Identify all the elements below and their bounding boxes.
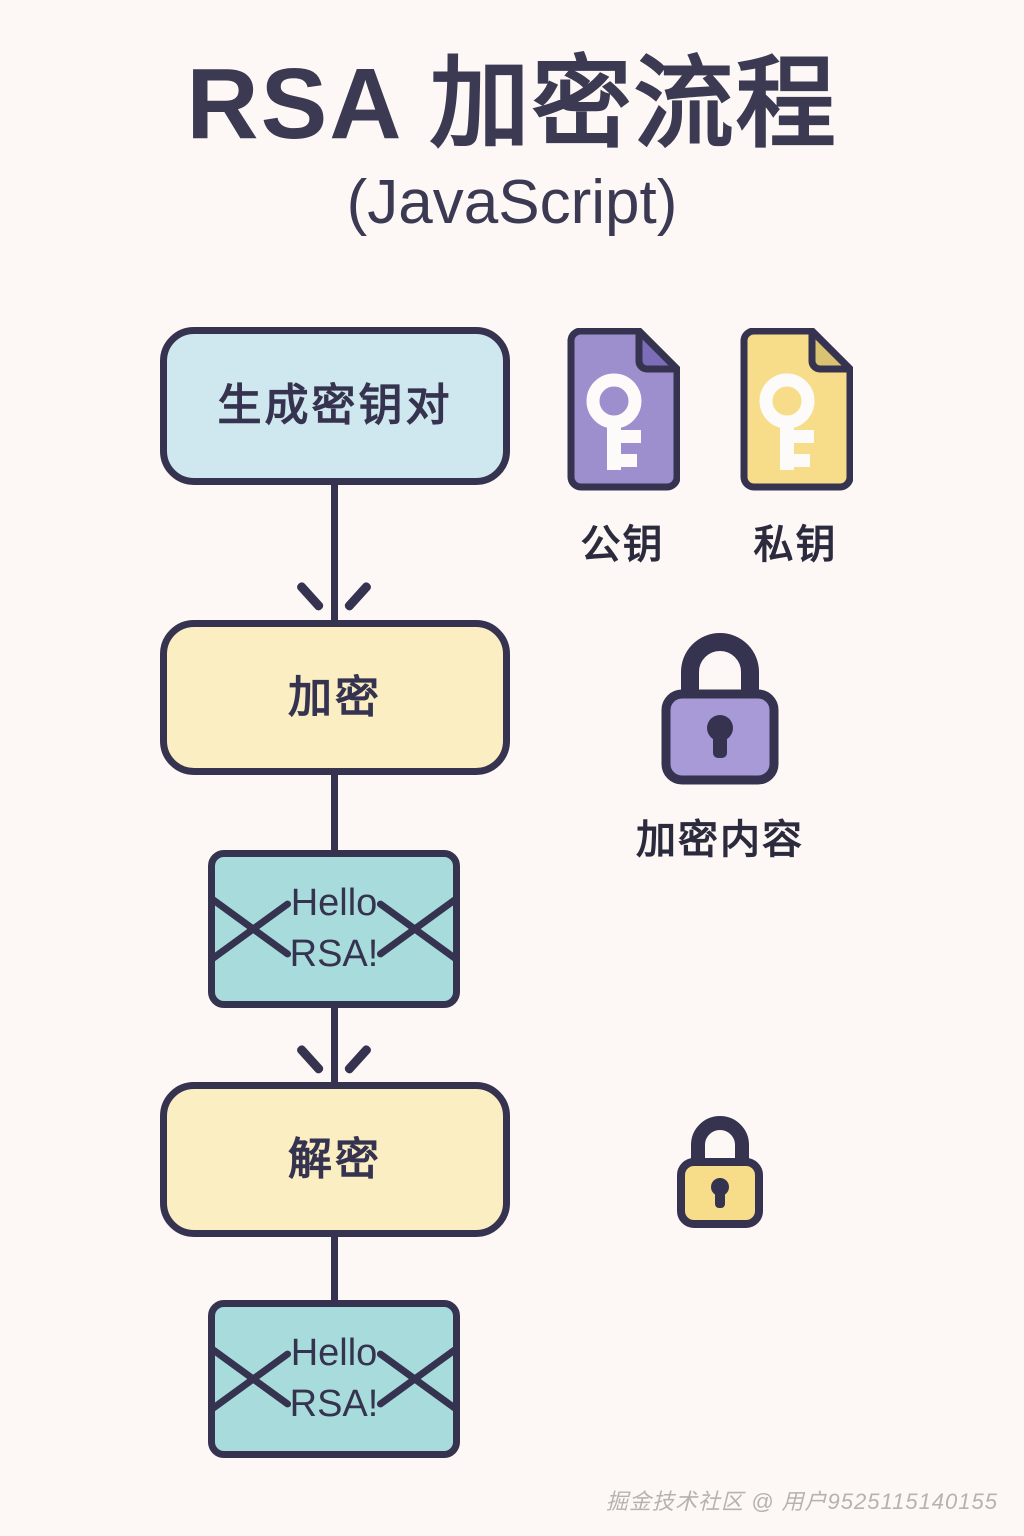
key-document-icon [565,327,681,498]
private-key-item: 私钥 [738,327,854,570]
padlock-closed-icon [650,620,790,795]
page-subtitle: (JavaScript) [346,168,678,237]
connector-decrypt-to-envelope [331,1237,338,1305]
encrypted-content-label: 加密内容 [636,818,804,862]
title-block: RSA 加密流程 (JavaScript) [0,52,1024,237]
key-pair-group: 公钥 私钥 [565,327,854,570]
envelope-ciphertext-text: Hello RSA! [215,857,453,1001]
flow-step-encrypt-label: 加密 [288,672,382,722]
flow-step-keygen-label: 生成密钥对 [217,381,453,430]
envelope-text-line1: Hello [290,1331,378,1374]
encrypted-content-group: 加密内容 [600,620,840,865]
connector-envelope-to-decrypt [331,1000,338,1082]
flow-step-decrypt-label: 解密 [288,1134,382,1184]
arrow-down-icon [311,1038,357,1084]
public-key-label: 公钥 [580,523,665,567]
flow-step-decrypt[interactable]: 解密 [160,1082,510,1237]
padlock-closed-icon [668,1105,772,1238]
envelope-ciphertext: Hello RSA! [208,850,460,1008]
page-title: RSA 加密流程 [186,48,838,160]
envelope-plaintext-text: Hello RSA! [215,1307,453,1451]
connector-line [331,1237,338,1305]
flow-step-encrypt[interactable]: 加密 [160,620,510,775]
public-key-item: 公钥 [565,327,681,570]
envelope-text-line2: RSA! [289,933,379,975]
connector-line [331,775,338,855]
watermark: 掘金技术社区 @ 用户9525115140155 [606,1489,998,1514]
envelope-text-line1: Hello [290,881,378,924]
decrypt-lock-group [655,1105,785,1250]
envelope-plaintext: Hello RSA! [208,1300,460,1458]
connector-keygen-to-encrypt [331,485,338,620]
key-document-icon [738,327,854,498]
connector-encrypt-to-envelope [331,775,338,855]
connector-line [331,485,338,620]
arrow-down-icon [311,575,357,621]
flow-step-keygen[interactable]: 生成密钥对 [160,327,510,485]
envelope-text-line2: RSA! [289,1383,379,1425]
private-key-label: 私钥 [753,523,838,567]
